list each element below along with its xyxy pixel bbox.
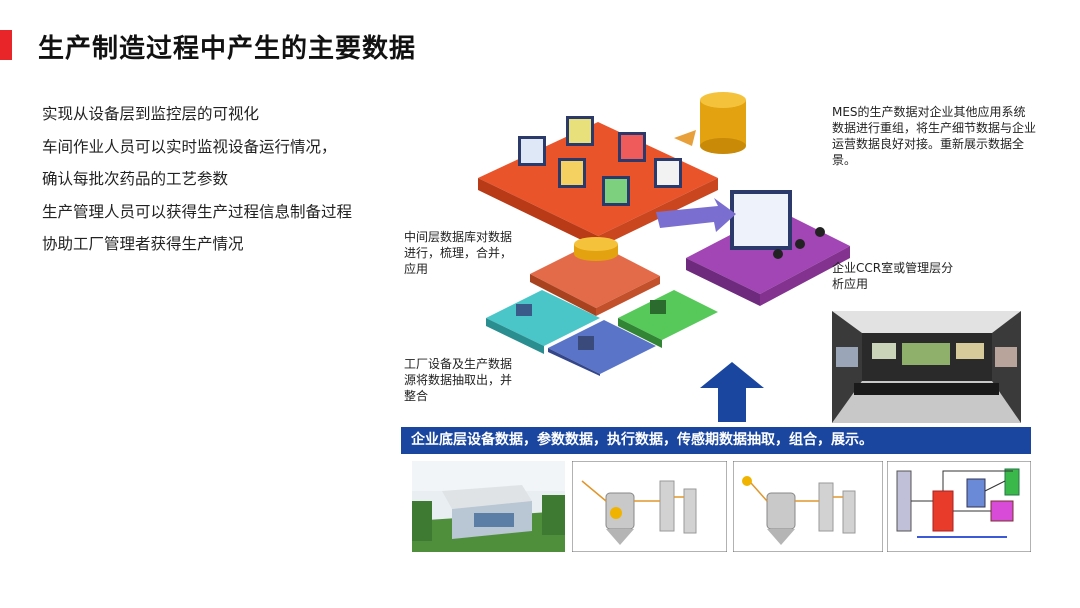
- bullet-item: 实现从设备层到监控层的可视化: [42, 105, 260, 123]
- process-diagram-3: [887, 461, 1031, 552]
- middle-layer-platform: [530, 237, 660, 316]
- bullet-item: 协助工厂管理者获得生产情况: [42, 235, 244, 253]
- process-diagram-1: [572, 461, 727, 552]
- control-room-photo: [832, 311, 1021, 423]
- slide-title: 生产制造过程中产生的主要数据: [38, 34, 417, 64]
- database-icon: [700, 92, 746, 154]
- bullet-item: 确认每批次药品的工艺参数: [42, 170, 229, 188]
- factory-description: 工厂设备及生产数据源将数据抽取出，并整合: [404, 357, 513, 403]
- up-arrow-icon: [700, 362, 764, 422]
- middle-layer-description: 中间层数据库对数据进行，梳理，合并，应用: [404, 230, 513, 276]
- factory-building-photo: [412, 461, 565, 552]
- connector-arrow-icon: [674, 130, 696, 146]
- title-accent-bar: [0, 30, 12, 60]
- process-diagram-2: [733, 461, 883, 552]
- bullet-item: 生产管理人员可以获得生产过程信息制备过程: [42, 202, 353, 221]
- mes-description: MES的生产数据对企业其他应用系统数据进行重组，将生产细节数据与企业运营数据良好…: [832, 105, 1037, 167]
- data-summary-banner: 企业底层设备数据，参数数据，执行数据，传感期数据抽取，组合，展示。: [401, 427, 1031, 454]
- bullet-item: 车间作业人员可以实时监视设备运行情况，: [42, 137, 337, 156]
- mes-architecture-illustration: [478, 92, 850, 376]
- plant-platforms: [486, 290, 718, 376]
- enabled-team-platform: [686, 190, 850, 306]
- delivery-arrow-icon: [656, 198, 736, 232]
- ccr-description: 企业CCR室或管理层分析应用: [832, 261, 954, 291]
- bullet-list: 实现从设备层到监控层的可视化 车间作业人员可以实时监视设备运行情况， 确认每批次…: [42, 98, 352, 261]
